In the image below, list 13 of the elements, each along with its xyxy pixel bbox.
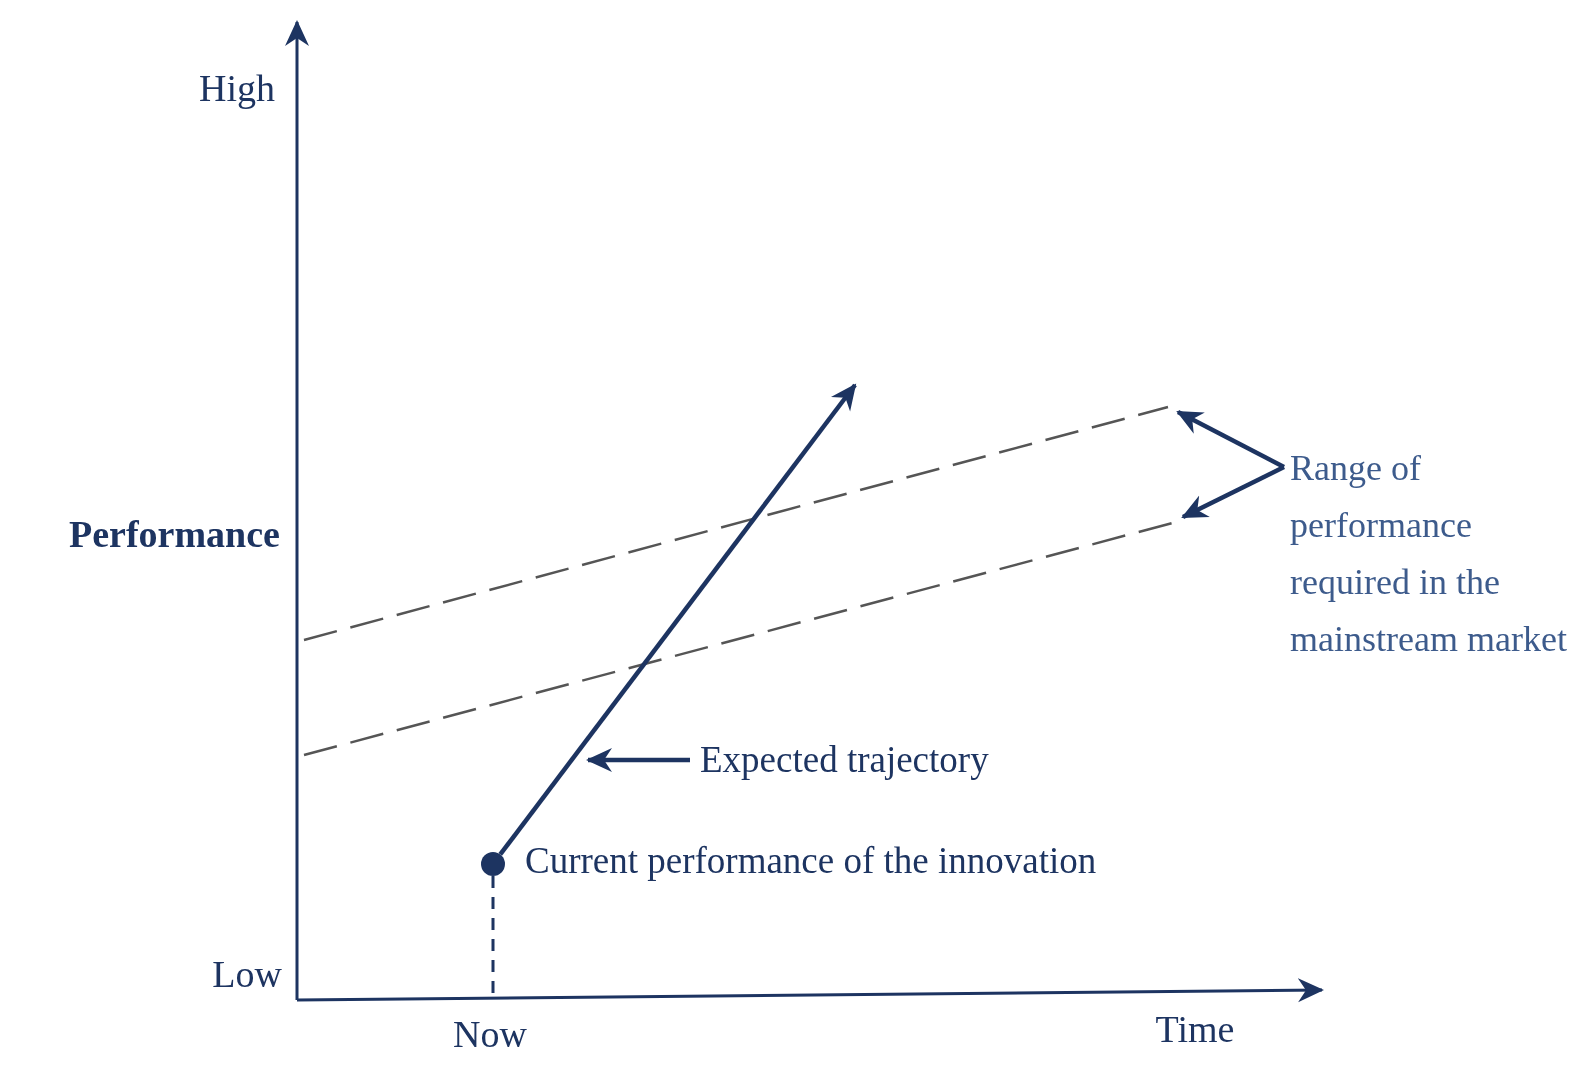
current-point-dot [481, 852, 505, 876]
leader-arrow [1176, 410, 1286, 469]
axis-label: Time [1154, 1007, 1236, 1052]
axis-label: Low [211, 952, 282, 997]
trajectory-arrow [498, 383, 857, 856]
annotation-text: Range of performance required in the mainstream market [1290, 447, 1568, 661]
point-label: Current performance of the innovation [525, 839, 1097, 883]
leader-arrow [1181, 465, 1285, 519]
axis-label: Now [452, 1012, 528, 1057]
leader-arrow [586, 748, 690, 772]
axis-label: Performance [68, 512, 280, 557]
axis-label: High [198, 66, 275, 111]
annotation-text: Expected trajectory [700, 738, 990, 782]
